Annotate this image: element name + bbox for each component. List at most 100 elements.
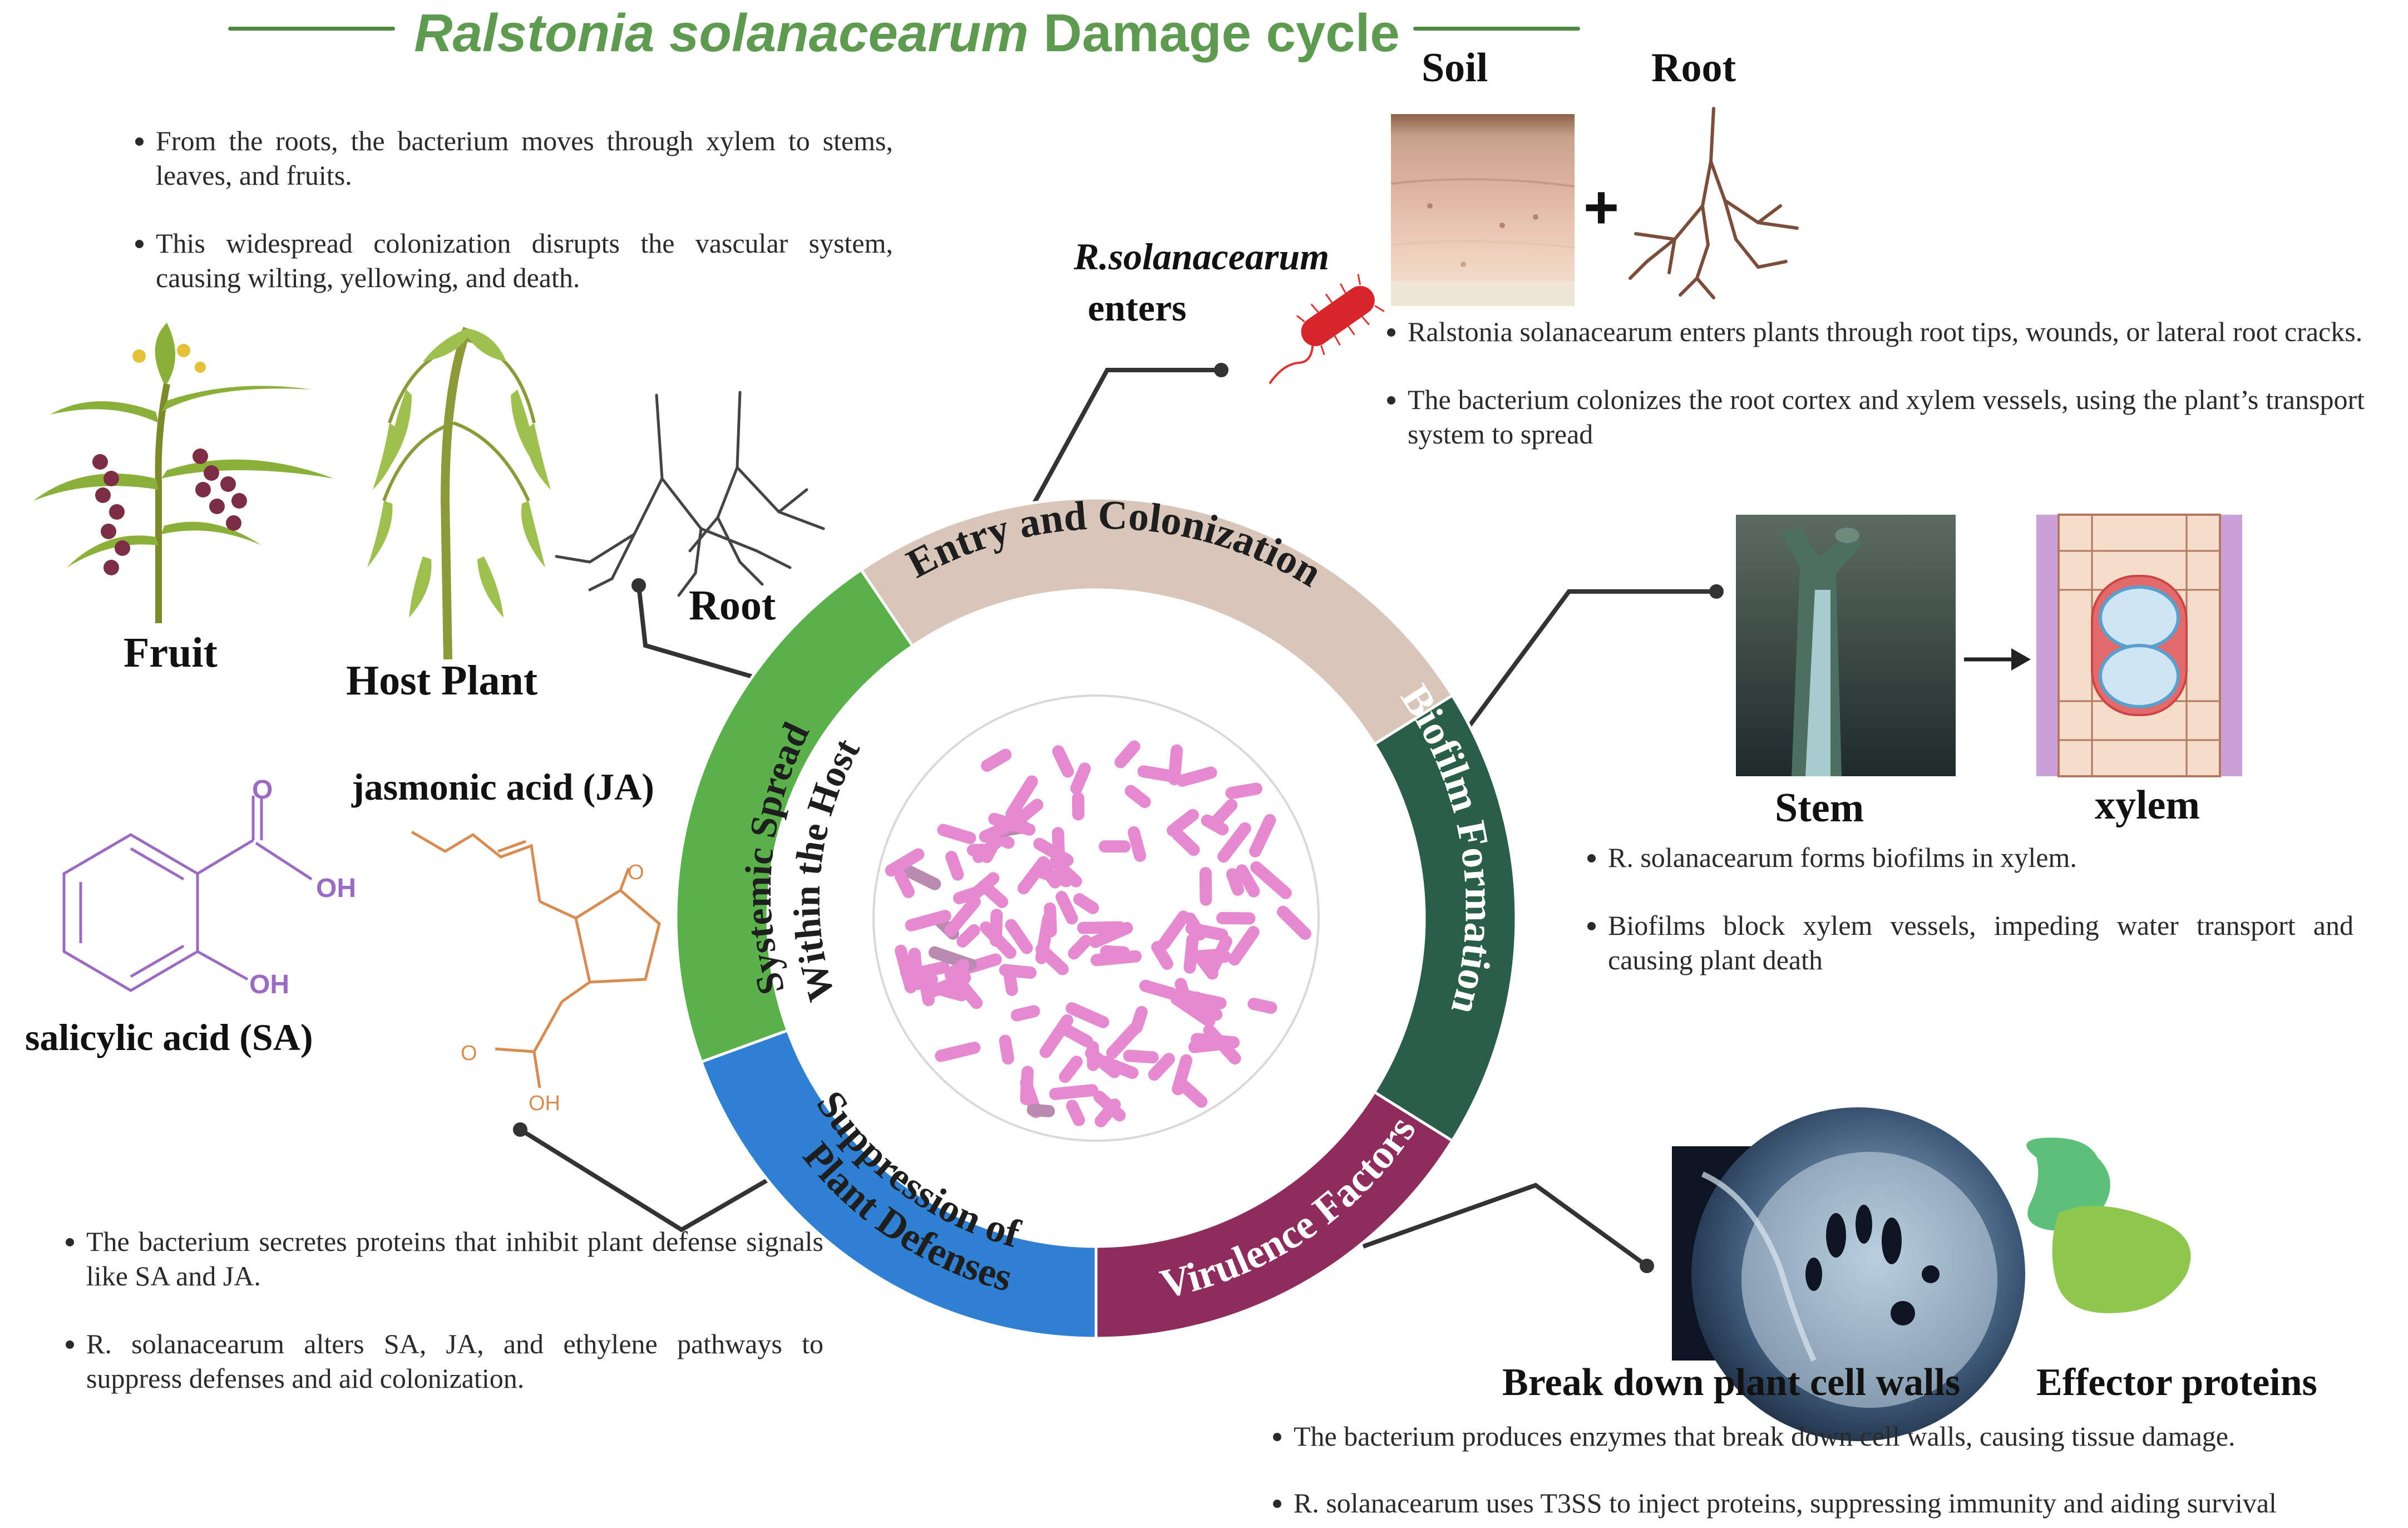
bacterium-cell xyxy=(1148,1053,1175,1081)
cycle-ring: Entry and Colonization Biofilm Formation… xyxy=(674,492,1518,1340)
entry-bullet-1: Ralstonia solanacearum enters plants thr… xyxy=(1408,314,2365,349)
host-plant-illustration xyxy=(367,327,551,660)
bacterium-cell xyxy=(1087,1041,1099,1071)
bacterium-cell xyxy=(1072,792,1085,821)
effector-proteins-illustration xyxy=(2026,1137,2191,1313)
xylem-illustration xyxy=(2036,514,2242,777)
bacterium-cell xyxy=(1137,765,1178,782)
bacterium-cell xyxy=(1124,785,1151,809)
bacterium-cell xyxy=(1060,1023,1093,1048)
connector-virulence xyxy=(1362,1182,1649,1268)
root-label-top: Root xyxy=(1651,45,1736,91)
title-species: Ralstonia solanacearum xyxy=(414,3,1029,63)
bacterium-cell xyxy=(1049,1084,1098,1100)
bacterium-cell xyxy=(1277,905,1311,940)
soil-illustration xyxy=(1390,114,1575,306)
ja-atom-o-1: O xyxy=(628,861,644,884)
ja-atom-o-2: O xyxy=(461,1042,477,1065)
fruit-plant-illustration xyxy=(33,323,334,623)
bacterium-cell xyxy=(1217,822,1251,863)
bacterium-cell xyxy=(1106,1022,1141,1059)
root-illustration-left xyxy=(555,391,825,597)
bacterium-cell xyxy=(1070,762,1091,795)
bacterium-cell xyxy=(922,980,968,1002)
ja-label: jasmonic acid (JA) xyxy=(352,766,654,808)
bacterium-enters: enters xyxy=(1088,287,1187,329)
bacterium-cell xyxy=(1166,809,1199,837)
bacterium-enters-label: R.solanacearum enters xyxy=(1074,231,1329,333)
bacterium-cell xyxy=(896,861,941,890)
bacterium-name: R.solanacearum xyxy=(1074,235,1330,278)
connector-systemic xyxy=(636,585,800,692)
bacterium-cell xyxy=(905,910,951,931)
entry-bullet-2: The bacterium colonizes the root cortex … xyxy=(1408,382,2365,451)
connector-lines xyxy=(513,363,1724,1273)
suppression-bullet-2: R. solanacearum alters SA, JA, and ethyl… xyxy=(86,1327,823,1396)
bacterium-cell xyxy=(1183,933,1199,974)
bacterium-cell xyxy=(1180,990,1227,1009)
bacterium-cell xyxy=(999,1034,1014,1065)
bacterium-cell xyxy=(1228,926,1260,966)
bacterium-cell xyxy=(1005,775,1038,820)
bacterium-cell xyxy=(1249,814,1276,857)
systemic-bullet-2: This widespread colonization disrupts th… xyxy=(156,226,893,295)
cellwall-photo xyxy=(1672,1107,2025,1441)
soil-label: Soil xyxy=(1422,45,1488,91)
root-illustration-top xyxy=(1629,107,1799,299)
bacterium-cell xyxy=(1208,798,1238,829)
bacterium-cell xyxy=(1123,1049,1159,1064)
connector-biofilm xyxy=(1436,589,1716,770)
systemic-bullet-1: From the roots, the bacterium moves thro… xyxy=(156,124,893,193)
bacterium-cell xyxy=(978,879,1009,908)
entry-bullets: Ralstonia solanacearum enters plants thr… xyxy=(1374,314,2365,485)
title-rest: Damage cycle xyxy=(1043,3,1400,63)
bacterium-cell xyxy=(1188,1037,1231,1053)
bacterium-cell xyxy=(937,824,976,844)
bacterium-cell xyxy=(988,812,1036,836)
bacterium-cell xyxy=(981,748,1012,772)
bacterium-cell xyxy=(1127,826,1147,862)
bacterium-cell xyxy=(945,851,964,881)
bacterium-cell xyxy=(1151,941,1173,970)
title-line-right xyxy=(1413,27,1580,31)
bacterium-cell xyxy=(1066,1100,1085,1126)
bacterium-cell xyxy=(1020,1066,1034,1106)
fruit-label: Fruit xyxy=(124,629,218,676)
stem-photo xyxy=(1736,515,1956,776)
bacterium-cell xyxy=(1017,856,1050,895)
sa-atom-oh-2: OH xyxy=(249,970,289,999)
bacterium-cell xyxy=(1158,910,1190,950)
cellwall-label: Break down plant cell walls xyxy=(1502,1361,1961,1404)
bacterium-cell xyxy=(966,843,997,856)
bacterium-cell xyxy=(1183,912,1206,941)
bacterium-cell xyxy=(1190,948,1227,963)
bacterium-cell xyxy=(1055,891,1078,925)
ja-atom-oh: OH xyxy=(529,1092,560,1115)
diagram-title: Ralstonia solanacearum Damage cycle xyxy=(406,3,1408,64)
bacterium-cell xyxy=(1027,1103,1055,1117)
sa-atom-o: O xyxy=(252,775,273,805)
systemic-bullets: From the roots, the bacterium moves thro… xyxy=(122,124,893,328)
bacterium-cell xyxy=(1094,1098,1121,1127)
bacterium-cell xyxy=(1073,893,1099,914)
bacterium-cell xyxy=(1003,968,1018,996)
virulence-bullets: The bacterium produces enzymes that brea… xyxy=(1260,1419,2406,1520)
bacterium-cell xyxy=(1225,782,1262,800)
bacterium-cell xyxy=(1250,861,1292,899)
bacterium-cell xyxy=(1052,745,1074,778)
bacterium-cell xyxy=(956,924,980,948)
biofilm-bullets: R. solanacearum forms biofilms in xylem.… xyxy=(1575,840,2353,1011)
bacterium-cell xyxy=(1199,867,1212,906)
bacterium-cell xyxy=(1035,943,1069,975)
effector-label: Effector proteins xyxy=(2036,1361,2317,1404)
bacterium-cell xyxy=(1005,919,1033,954)
bacterium-cell xyxy=(1039,1014,1074,1058)
bacterium-cell xyxy=(1216,911,1256,925)
bacterium-cell xyxy=(1100,945,1130,959)
suppression-bullets: The bacterium secretes proteins that inh… xyxy=(53,1224,823,1429)
connector-entry xyxy=(1010,368,1221,544)
xylem-label: xylem xyxy=(2095,782,2200,828)
sa-label: salicylic acid (SA) xyxy=(25,1016,313,1058)
bacterium-cell xyxy=(935,1041,981,1062)
